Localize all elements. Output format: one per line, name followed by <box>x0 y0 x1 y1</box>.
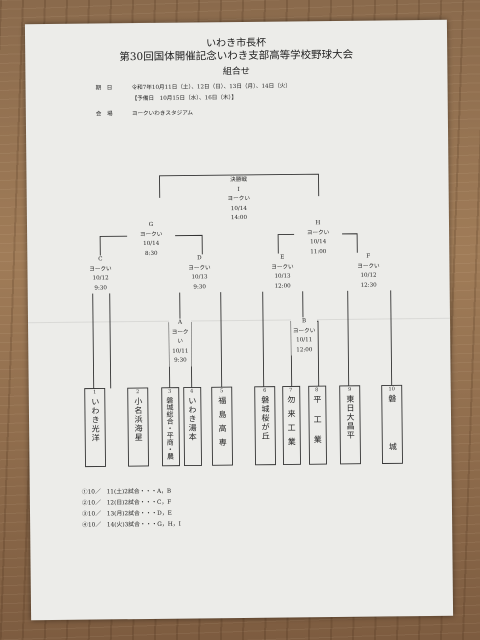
bracket-paper-sheet: いわき市長杯 第30回国体開催記念いわき支部高等学校野球大会 組合せ 期 日 令… <box>24 19 454 621</box>
team-number: 4 <box>190 388 194 395</box>
team-number: 7 <box>289 387 293 394</box>
team-name: 磐城総合・平商・農 <box>165 396 175 460</box>
final-bracket-line <box>159 173 320 198</box>
team-box-6 <box>254 386 276 466</box>
schedule-line: ①10／ 11(土)2試合・・・A，B <box>81 488 172 496</box>
schedule-line: ②10／ 12(日)2試合・・・C，F <box>81 499 172 507</box>
team-box-4 <box>183 386 202 467</box>
team-number: 3 <box>168 388 172 395</box>
team-number: 8 <box>315 387 319 394</box>
team-number: 2 <box>136 389 140 396</box>
team-name: 磐城 <box>387 394 398 491</box>
team-name: 磐城桜が丘 <box>260 395 271 441</box>
team-box-8 <box>308 385 327 465</box>
bracket-lines <box>84 173 403 468</box>
team-number: 5 <box>220 388 224 395</box>
team-box-9 <box>339 385 361 465</box>
schedule-line: ④10／ 14(火)3試合・・・G，H，I <box>82 521 181 529</box>
team-box-2 <box>127 387 149 467</box>
team-name: 平工業 <box>312 395 323 456</box>
team-box-10 <box>381 384 403 464</box>
team-number: 1 <box>93 389 97 396</box>
team-name: いわき湯本 <box>187 396 198 442</box>
team-name: 小名浜海星 <box>133 397 144 443</box>
schedule-line: ③10／ 13(月)2試合・・・D，E <box>81 510 172 518</box>
team-box-3 <box>161 387 180 467</box>
team-name: いわき光洋 <box>90 397 101 443</box>
team-name: 東日大昌平 <box>345 394 356 440</box>
team-number: 9 <box>348 386 352 393</box>
team-box-5 <box>211 386 233 466</box>
team-number: 10 <box>388 386 395 393</box>
team-number: 6 <box>263 387 267 394</box>
team-box-7 <box>282 385 301 465</box>
team-name: 勿来工業 <box>286 395 297 452</box>
team-box-1 <box>84 387 106 468</box>
team-name: 福島高専 <box>217 396 228 453</box>
